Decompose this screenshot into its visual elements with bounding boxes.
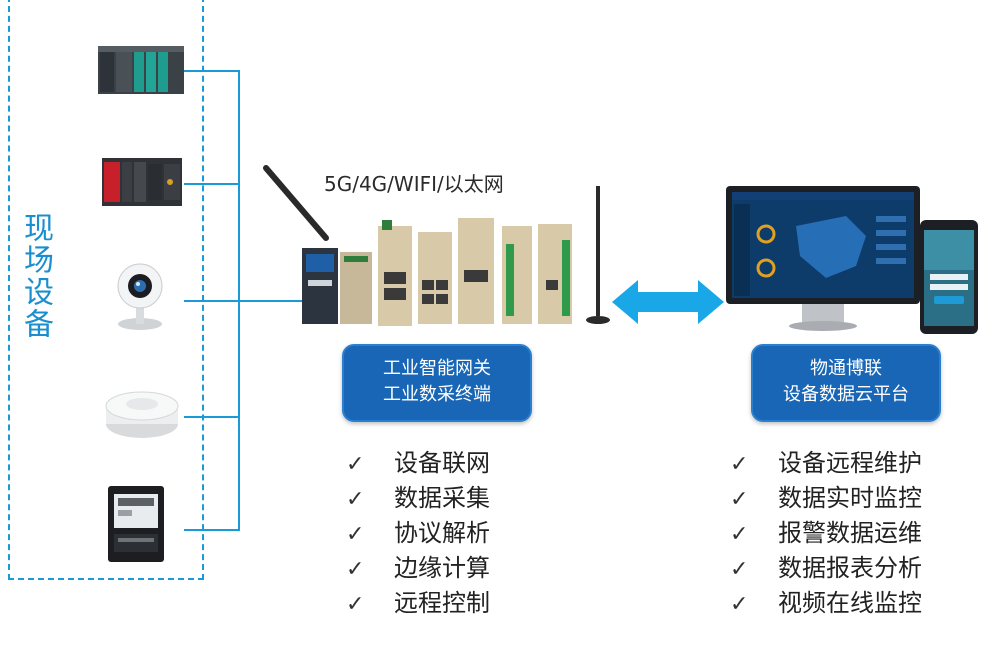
check-icon: ✓ <box>730 522 749 547</box>
gateway-box-line2: 工业数采终端 <box>383 384 491 405</box>
connector-to-gateway <box>240 300 304 302</box>
network-label: 5G/4G/WIFI/以太网 <box>324 172 504 196</box>
plc-rack-icon <box>98 46 184 94</box>
gateway-box: 工业智能网关 工业数采终端 <box>342 344 532 422</box>
gateway-devices-icon <box>263 165 610 326</box>
check-icon: ✓ <box>346 592 365 617</box>
check-icon: ✓ <box>730 487 749 512</box>
cloud-features-list: ✓设备远程维护 ✓数据实时监控 ✓报警数据运维 ✓数据报表分析 ✓视频在线监控 <box>730 446 922 621</box>
list-item: ✓远程控制 <box>346 586 490 621</box>
webcam-icon <box>117 263 163 330</box>
gateway-box-line1: 工业智能网关 <box>383 358 491 379</box>
smoke-detector-icon <box>105 391 179 438</box>
connector-webcam <box>184 300 240 302</box>
check-icon: ✓ <box>730 592 749 617</box>
electric-meter-icon <box>108 486 164 562</box>
connector-plc-rack <box>184 70 240 72</box>
cloud-platform-box: 物通博联 设备数据云平台 <box>751 344 941 422</box>
monitor-dashboard-icon <box>726 186 920 331</box>
list-item: ✓边缘计算 <box>346 551 490 586</box>
list-item: ✓数据实时监控 <box>730 481 922 516</box>
list-item: ✓协议解析 <box>346 516 490 551</box>
bidirectional-arrow-icon <box>612 280 724 324</box>
check-icon: ✓ <box>346 557 365 582</box>
list-item: ✓设备联网 <box>346 446 490 481</box>
phone-app-icon <box>920 220 978 334</box>
connector-smoke-detector <box>184 416 240 418</box>
check-icon: ✓ <box>730 557 749 582</box>
list-item: ✓报警数据运维 <box>730 516 922 551</box>
check-icon: ✓ <box>346 522 365 547</box>
cloud-box-line1: 物通博联 <box>810 358 882 379</box>
check-icon: ✓ <box>346 487 365 512</box>
field-devices-frame <box>8 0 204 580</box>
plc-controller-icon <box>102 158 182 206</box>
list-item: ✓数据报表分析 <box>730 551 922 586</box>
connector-plc-controller <box>184 183 240 185</box>
list-item: ✓设备远程维护 <box>730 446 922 481</box>
check-icon: ✓ <box>346 452 365 477</box>
field-devices-label: 现场设备 <box>18 212 53 340</box>
connector-trunk <box>238 70 240 531</box>
check-icon: ✓ <box>730 452 749 477</box>
cloud-box-line2: 设备数据云平台 <box>783 384 909 405</box>
list-item: ✓数据采集 <box>346 481 490 516</box>
gateway-features-list: ✓设备联网 ✓数据采集 ✓协议解析 ✓边缘计算 ✓远程控制 <box>346 446 490 621</box>
list-item: ✓视频在线监控 <box>730 586 922 621</box>
connector-meter <box>184 529 240 531</box>
